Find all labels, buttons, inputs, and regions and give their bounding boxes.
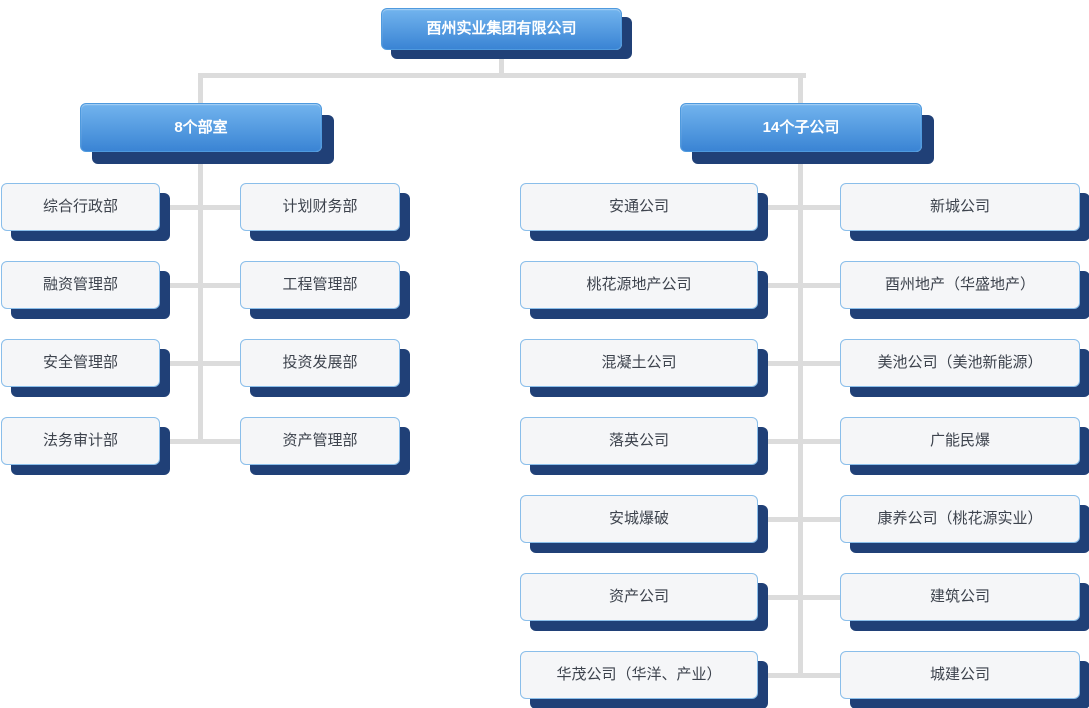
connector-stub	[758, 283, 840, 288]
subsidiary-node: 混凝土公司	[520, 339, 758, 387]
org-node-root: 酉州实业集团有限公司	[381, 8, 622, 50]
subsidiary-node: 安城爆破	[520, 495, 758, 543]
connector-root-vertical	[499, 46, 504, 76]
dept-node: 投资发展部	[240, 339, 400, 387]
dept-node: 安全管理部	[1, 339, 160, 387]
dept-node: 融资管理部	[1, 261, 160, 309]
subsidiary-node: 康养公司（桃花源实业）	[840, 495, 1080, 543]
connector-left-trunk	[198, 150, 203, 444]
connector-stub	[758, 439, 840, 444]
subsidiary-node: 广能民爆	[840, 417, 1080, 465]
branch-head-subsidiaries: 14个子公司	[680, 103, 922, 152]
dept-node: 法务审计部	[1, 417, 160, 465]
connector-right-drop	[798, 73, 803, 105]
dept-node: 资产管理部	[240, 417, 400, 465]
connector-stub	[758, 517, 840, 522]
dept-node: 综合行政部	[1, 183, 160, 231]
connector-stub	[758, 595, 840, 600]
connector-main-horizontal	[198, 73, 806, 78]
connector-stub	[160, 439, 240, 444]
subsidiary-node: 城建公司	[840, 651, 1080, 699]
subsidiary-node: 建筑公司	[840, 573, 1080, 621]
connector-stub	[160, 361, 240, 366]
subsidiary-node: 桃花源地产公司	[520, 261, 758, 309]
subsidiary-node: 落英公司	[520, 417, 758, 465]
subsidiary-node: 资产公司	[520, 573, 758, 621]
subsidiary-node: 酉州地产（华盛地产）	[840, 261, 1080, 309]
branch-head-departments: 8个部室	[80, 103, 322, 152]
subsidiary-node: 华茂公司（华洋、产业）	[520, 651, 758, 699]
connector-stub	[160, 283, 240, 288]
connector-stub	[160, 205, 240, 210]
connector-stub	[758, 205, 840, 210]
subsidiary-node: 新城公司	[840, 183, 1080, 231]
connector-left-drop	[198, 73, 203, 105]
connector-stub	[758, 361, 840, 366]
subsidiary-node: 安通公司	[520, 183, 758, 231]
subsidiary-node: 美池公司（美池新能源）	[840, 339, 1080, 387]
dept-node: 计划财务部	[240, 183, 400, 231]
connector-stub	[758, 673, 840, 678]
dept-node: 工程管理部	[240, 261, 400, 309]
connector-right-trunk	[798, 150, 803, 678]
